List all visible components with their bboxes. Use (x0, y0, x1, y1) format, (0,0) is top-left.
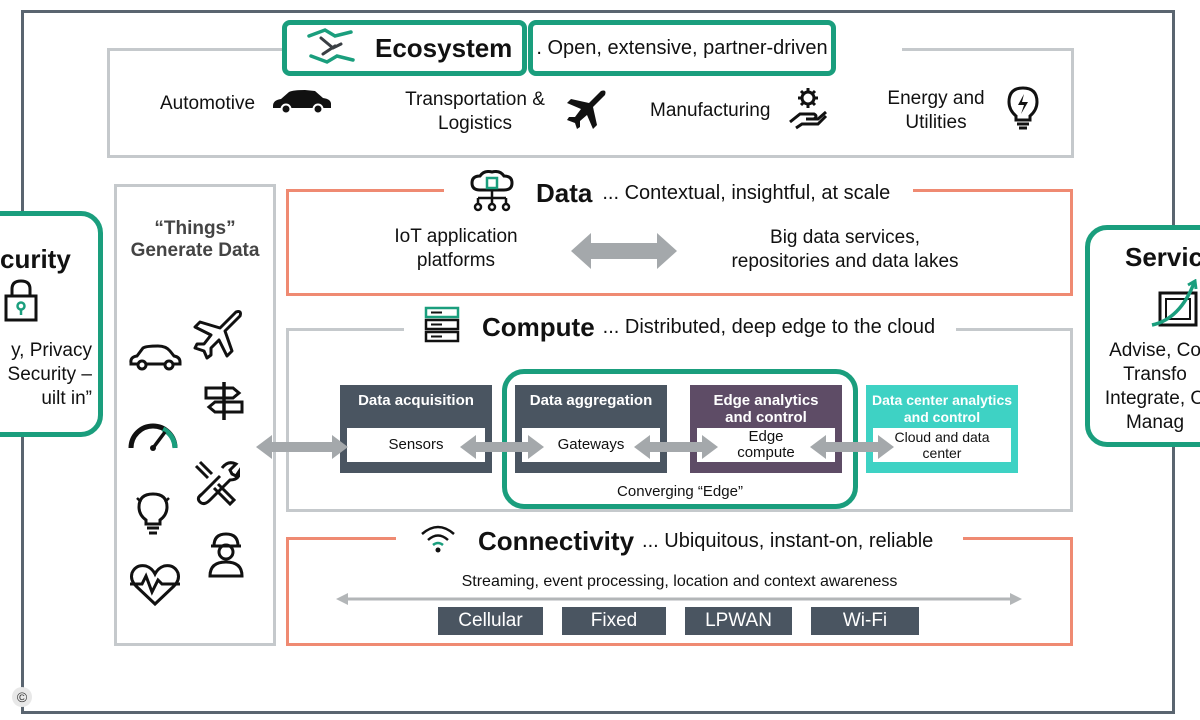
industry-manufacturing: Manufacturing (650, 86, 828, 135)
compute-subtitle: ... Distributed, deep edge to the cloud (602, 316, 936, 338)
divider (913, 189, 1073, 192)
connectivity-subtitle: ... Ubiquitous, instant-on, reliable (642, 530, 934, 552)
things-title: “Things” Generate Data (130, 218, 260, 261)
divider (956, 328, 1073, 331)
data-header: Data ... Contextual, insightful, at scal… (470, 170, 891, 217)
divider (107, 48, 283, 51)
industry-label: Manufacturing (650, 99, 771, 121)
security-body: y, Privacy Security – uilt in” (7, 340, 92, 409)
block-title: Edge analytics and control (713, 392, 819, 426)
block-title: Data aggregation (529, 392, 653, 409)
data-aggregation-block: Data aggregation Gateways (515, 385, 667, 473)
divider (963, 537, 1073, 540)
edge-analytics-block: Edge analytics and control Edge compute (690, 385, 842, 473)
worker-icon (206, 530, 246, 583)
industry-label: Energy and Utilities (887, 87, 985, 133)
data-title: Data (536, 178, 593, 208)
gateways-to-edge-arrow (632, 433, 720, 466)
divider (286, 537, 396, 540)
industry-transportation: Transportation & Logistics (405, 87, 607, 136)
ecosystem-title: Ecosystem (375, 32, 513, 63)
data-center-block: Data center analytics and control Cloud … (866, 385, 1018, 473)
industry-energy: Energy and Utilities (880, 86, 1040, 135)
things-panel (114, 184, 276, 646)
heartbeat-icon (128, 562, 182, 613)
ecosystem-title-box: Ecosystem (282, 20, 527, 76)
car-icon (271, 88, 333, 119)
lock-icon (3, 278, 39, 327)
airplane-icon (190, 308, 242, 365)
lightbulb-icon (1006, 86, 1040, 135)
edge-compute-label: Edge compute (737, 428, 795, 461)
connectivity-panel (286, 537, 1073, 646)
services-body: Advise, Co Transfo Integrate, O Manag (1104, 340, 1200, 433)
divider (902, 48, 1074, 51)
ecosystem-subtitle: . Open, extensive, partner-driven (536, 36, 828, 59)
gear-hand-icon (788, 86, 828, 135)
wifi-icon (420, 524, 456, 559)
ecosystem-subtitle-box: . Open, extensive, partner-driven (528, 20, 836, 76)
network-icon (470, 170, 516, 217)
handshake-icon (305, 26, 357, 71)
connectivity-header: Connectivity ... Ubiquitous, instant-on,… (412, 524, 942, 559)
gauge-icon (127, 418, 179, 457)
lpwan-pill: LPWAN (685, 607, 792, 635)
sensors-to-gateways-arrow (458, 433, 546, 466)
industry-label: Transportation & Logistics (405, 88, 545, 134)
compute-title: Compute (482, 312, 595, 342)
block-title: Data acquisition (358, 392, 474, 409)
block-title: Data center analytics and control (871, 392, 1013, 425)
security-panel (0, 211, 103, 437)
connectivity-title: Connectivity (478, 526, 635, 556)
divider (286, 328, 404, 331)
services-title: Servic (1125, 242, 1200, 272)
streaming-arrow (334, 591, 1024, 612)
industry-automotive: Automotive (160, 88, 333, 119)
fixed-pill: Fixed (562, 607, 666, 635)
tools-icon (192, 458, 242, 511)
converging-edge-frame (502, 369, 858, 509)
compute-header: Compute ... Distributed, deep edge to th… (418, 306, 942, 349)
cellular-pill: Cellular (438, 607, 543, 635)
edge-to-cloud-arrow (808, 433, 896, 466)
services-panel (1085, 225, 1200, 447)
things-to-sensors-arrow (254, 433, 350, 466)
data-double-arrow (569, 231, 679, 276)
car-icon (128, 343, 182, 376)
growth-chart-icon (1150, 278, 1200, 334)
data-acquisition-block: Data acquisition Sensors (340, 385, 492, 473)
edge-compute-box: Edge compute (697, 428, 835, 462)
signpost-icon (203, 380, 245, 427)
iot-platforms-label: IoT application platforms (394, 226, 518, 271)
converging-edge-label: Converging “Edge” (617, 483, 743, 500)
wifi-pill: Wi-Fi (811, 607, 919, 635)
sensors-box: Sensors (347, 428, 485, 462)
industry-label: Automotive (160, 92, 256, 114)
lightbulb-icon (135, 490, 171, 541)
streaming-label: Streaming, event processing, location an… (461, 573, 898, 590)
big-data-label: Big data services, repositories and data… (731, 227, 959, 272)
security-title: curity (0, 244, 71, 274)
server-icon (424, 306, 460, 349)
copyright-symbol: © (12, 687, 32, 707)
cloud-box: Cloud and data center (873, 428, 1011, 462)
airplane-icon (563, 87, 607, 136)
cloud-label: Cloud and data center (894, 429, 990, 461)
divider (286, 189, 444, 192)
data-subtitle: ... Contextual, insightful, at scale (602, 182, 891, 204)
